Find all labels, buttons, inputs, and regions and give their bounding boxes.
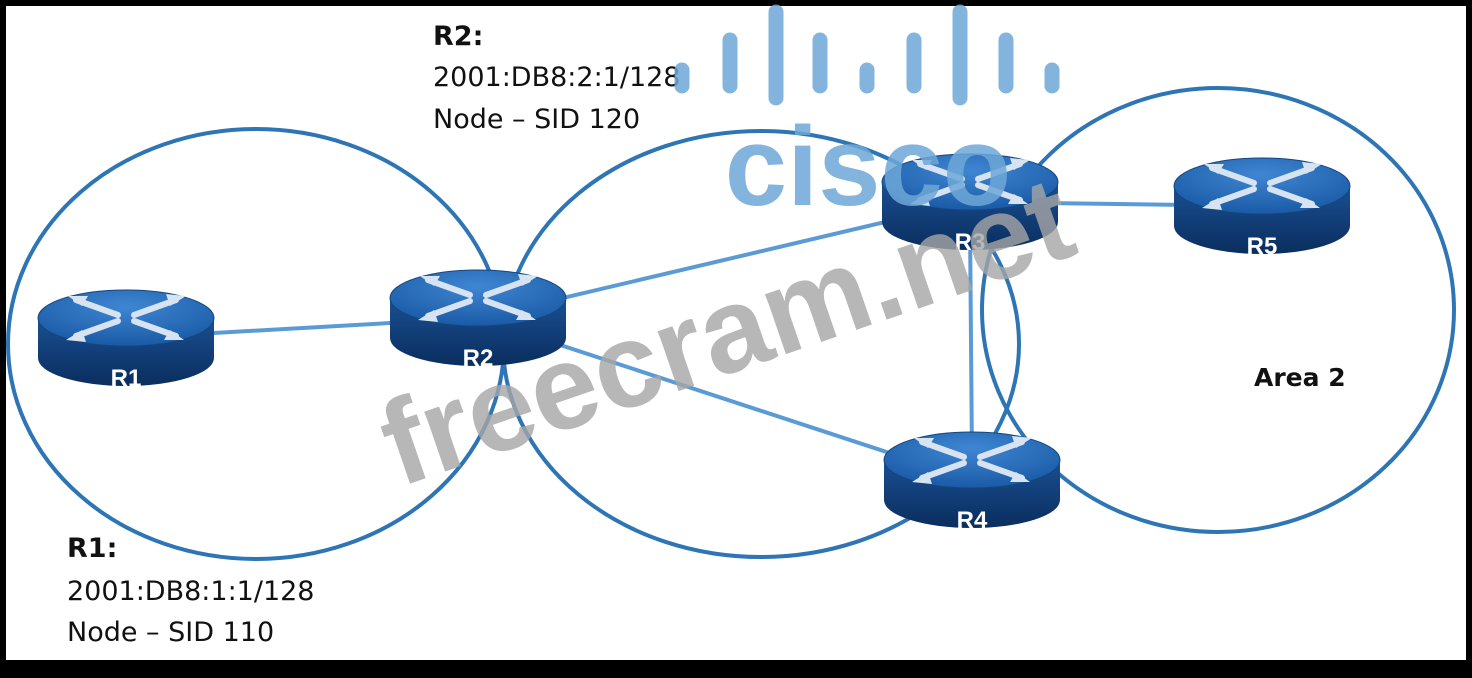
router-label-r4: R4 (957, 507, 988, 534)
r2-annotation-address: 2001:DB8:2:1/128 (433, 62, 680, 93)
area-right-circle (980, 86, 1456, 534)
router-label-r1: R1 (111, 365, 142, 392)
r1-annotation-title: R1: (67, 533, 117, 564)
r1-annotation-address: 2001:DB8:1:1/128 (67, 576, 314, 607)
area-2-label: Area 2 (1254, 363, 1346, 392)
router-r1: R1 (38, 290, 214, 392)
router-label-r3: R3 (955, 229, 986, 256)
router-r2: R2 (390, 270, 566, 372)
r1-annotation-sid: Node – SID 110 (67, 617, 274, 648)
router-r4: R4 (884, 432, 1060, 534)
r2-annotation-sid: Node – SID 120 (433, 104, 640, 135)
watermark-brand: cisco (725, 104, 1011, 229)
link-r3-r4 (968, 221, 974, 461)
router-r3: R3 (882, 154, 1058, 256)
background (6, 6, 1466, 660)
r2-annotation-title: R2: (433, 21, 483, 52)
router-label-r5: R5 (1247, 233, 1278, 260)
router-r5: R5 (1174, 158, 1350, 260)
router-label-r2: R2 (463, 345, 494, 372)
cisco-logo-bars (674, 4, 1060, 106)
